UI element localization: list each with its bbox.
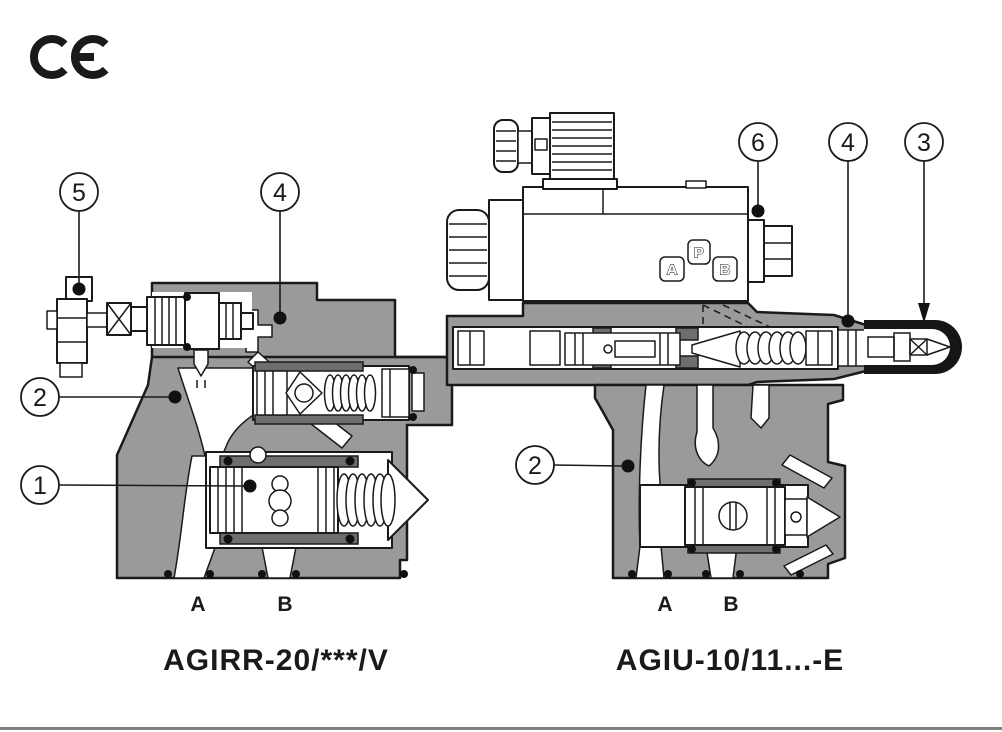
main-cartridge (639, 478, 841, 554)
solenoid: P A B (446, 112, 793, 302)
adjustment-screw (106, 302, 132, 336)
right-port-label-b: B (723, 593, 738, 616)
right-valve-figure: P A B 6 4 (445, 112, 962, 677)
check-valve-spring (323, 374, 377, 412)
pilot-relief-valve (46, 276, 254, 378)
pilot-spring (735, 331, 807, 365)
right-model-caption: AGIU-10/11...-E (616, 644, 844, 677)
right-port-label-a: A (657, 593, 672, 616)
override-cap (837, 320, 962, 374)
main-spool-cartridge (205, 446, 429, 549)
port-marking-a: A (659, 256, 685, 282)
callout-1: 1 (20, 465, 257, 505)
port-marking-p: P (687, 239, 711, 265)
solenoid-end-nut (747, 219, 793, 283)
pilot-bore (452, 326, 839, 370)
pilot-connection-dashed-lines (702, 304, 771, 328)
ce-mark-icon (30, 35, 109, 79)
right-bottom-seals (628, 570, 804, 578)
din-connector (493, 112, 618, 190)
callout-4: 4 (260, 172, 300, 325)
pilot-cartridge (130, 292, 254, 351)
port-marking-b: B (712, 256, 738, 282)
callout-6: 6 (738, 122, 778, 218)
callout-2: 2 (20, 377, 182, 417)
port-marking-b-label: B (720, 262, 731, 279)
pilot-poppet (691, 330, 741, 368)
callout-2-right: 2 (515, 445, 635, 485)
solenoid-manual-nut (446, 209, 490, 291)
callout-3-number: 3 (917, 129, 931, 157)
left-bottom-seals (164, 570, 408, 578)
callout-5: 5 (59, 172, 99, 296)
main-spring (336, 473, 396, 527)
callout-5-number: 5 (72, 179, 86, 207)
callout-4-right: 4 (828, 122, 868, 328)
callout-4-number: 4 (273, 179, 287, 207)
check-valve-cartridge (252, 361, 425, 425)
left-valve-figure: 5 4 2 1 A B AGIRR-20/***/V (20, 172, 454, 677)
callout-6-number: 6 (751, 129, 765, 157)
callout-3: 3 (904, 122, 944, 323)
left-port-label-a: A (190, 593, 205, 616)
callout-4-right-number: 4 (841, 129, 855, 157)
left-model-caption: AGIRR-20/***/V (163, 644, 389, 677)
callout-2-number: 2 (33, 384, 47, 412)
callout-2-right-number: 2 (528, 452, 542, 480)
left-port-label-b: B (277, 593, 292, 616)
port-marking-a-label: A (667, 262, 678, 279)
bottom-rule (0, 727, 1002, 730)
solenoid-coil-body (522, 186, 749, 302)
callout-1-number: 1 (33, 472, 47, 500)
port-marking-p-label: P (694, 245, 704, 262)
